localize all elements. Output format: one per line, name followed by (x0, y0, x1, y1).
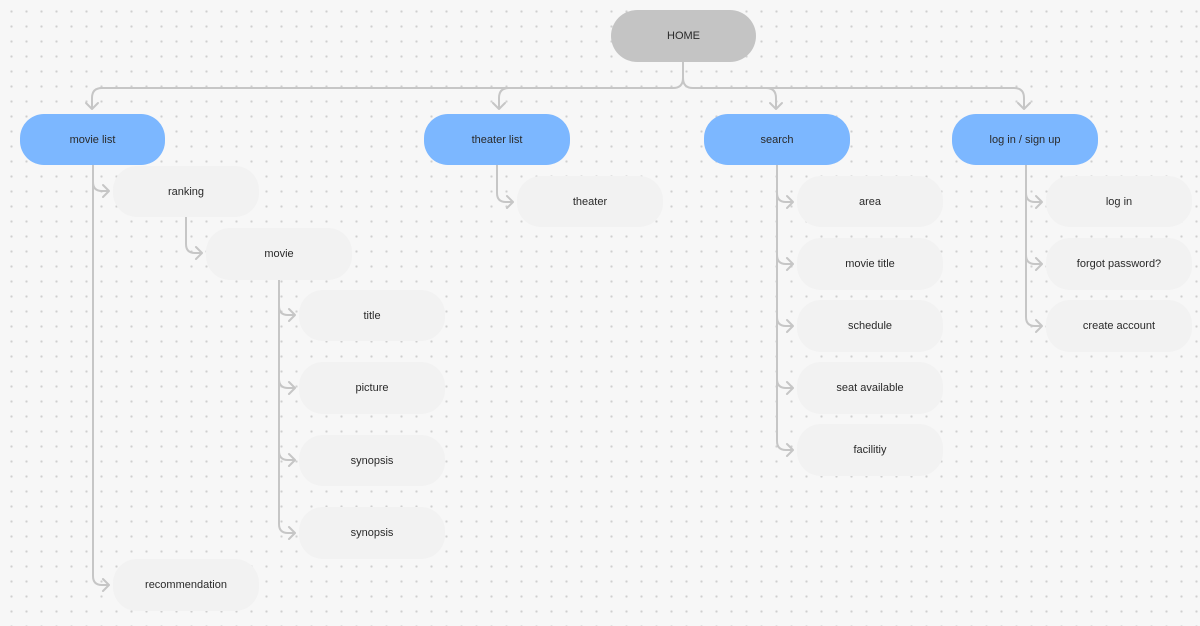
create-account-node[interactable]: create account (1046, 300, 1192, 352)
connector-search-to-facility (776, 378, 794, 457)
seat-available-node[interactable]: seat available (797, 362, 943, 414)
area-node[interactable]: area (797, 176, 943, 227)
picture-node[interactable]: picture (299, 362, 445, 414)
schedule-node[interactable]: schedule (797, 300, 943, 352)
connector-login-to-log-in (1025, 164, 1043, 209)
arrow-to-search (769, 102, 783, 110)
theater-node[interactable]: theater (517, 176, 663, 227)
movie-title-node[interactable]: movie title (797, 238, 943, 290)
ranking-node[interactable]: ranking (113, 166, 259, 217)
theater-list-node[interactable]: theater list (424, 114, 570, 165)
log-in-node[interactable]: log in (1046, 176, 1192, 227)
connector-movie-list-to-recommendation (92, 181, 110, 592)
synopsis-node[interactable]: synopsis (299, 435, 445, 486)
movie-list-node[interactable]: movie list (20, 114, 165, 165)
movie-node[interactable]: movie (206, 228, 352, 280)
recommendation-node[interactable]: recommendation (113, 559, 259, 611)
arrow-to-theater-list (492, 102, 506, 110)
arrow-to-movie-list (85, 102, 99, 110)
connector-ranking-to-movie (185, 216, 203, 260)
connector-movie-list-to-ranking (92, 164, 110, 198)
title-node[interactable]: title (299, 290, 445, 341)
arrow-to-login (1017, 102, 1031, 110)
forgot-password-node[interactable]: forgot password? (1046, 238, 1192, 290)
connector-movie-to-synopsis-1 (278, 378, 296, 467)
login-signup-node[interactable]: log in / sign up (952, 114, 1098, 165)
connector-home-bus (91, 77, 1025, 109)
home-node[interactable]: HOME (611, 10, 756, 62)
connector-movie-to-synopsis-2 (278, 450, 296, 540)
search-node[interactable]: search (704, 114, 850, 165)
facility-node[interactable]: facilitiy (797, 424, 943, 476)
connector-login-to-create-account (1025, 254, 1043, 333)
connector-movie-to-picture (278, 305, 296, 395)
connector-search-to-area (776, 164, 794, 209)
connector-theater-list-to-theater (496, 164, 514, 209)
connector-movie-to-title (278, 279, 296, 322)
synopsis-node-2[interactable]: synopsis (299, 507, 445, 559)
